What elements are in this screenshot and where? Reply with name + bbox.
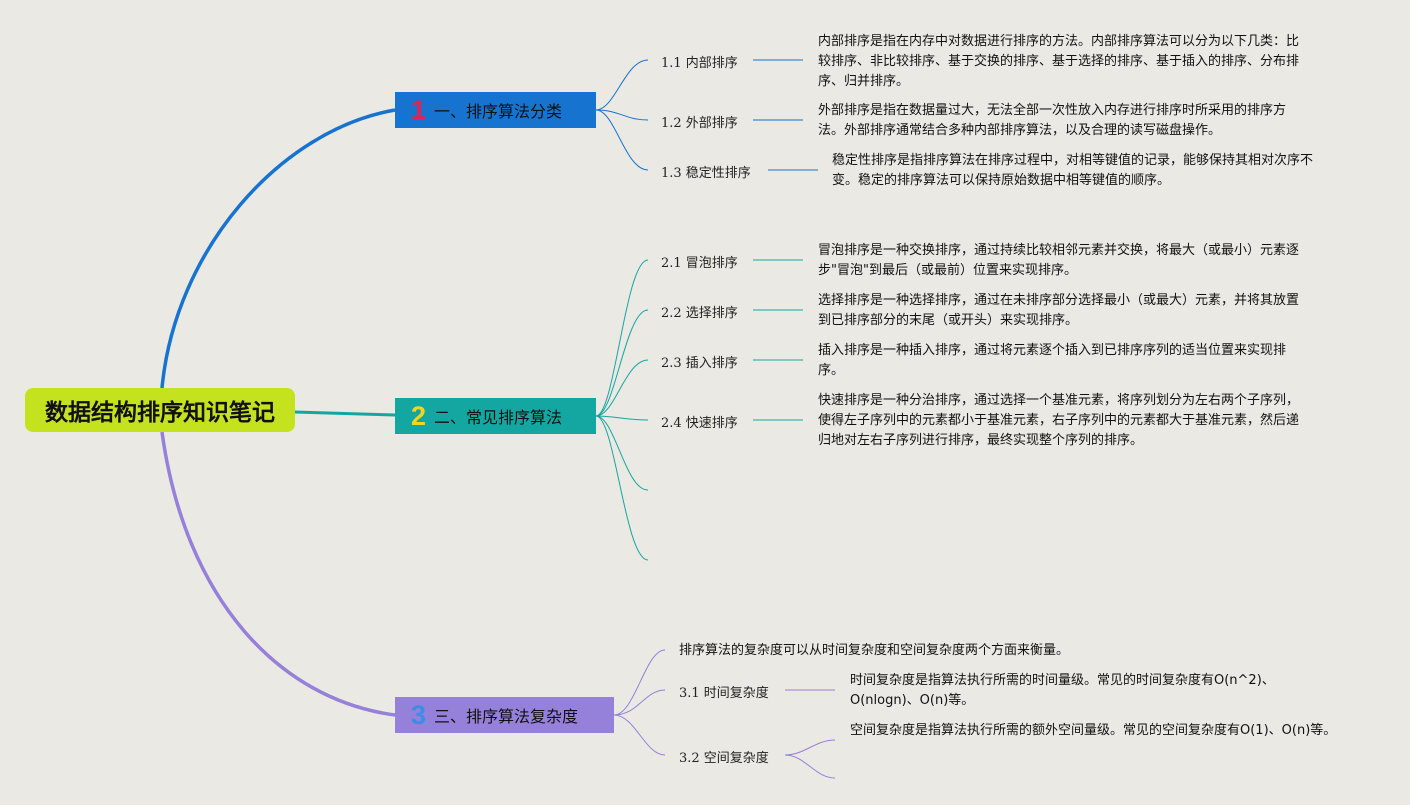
connector-root-branch3 — [160, 431, 396, 717]
root-topic[interactable]: 数据结构排序知识笔记 — [25, 388, 295, 432]
subtopic-selection-sort[interactable]: 2.2 选择排序 — [661, 306, 738, 321]
connector-root-branch2 — [294, 410, 396, 417]
note-insertion-sort: 插入排序是一种插入排序，通过将元素逐个插入到已排序序列的适当位置来实现排序。 — [818, 343, 1287, 378]
note-quick-sort: 快速排序是一种分治排序，通过选择一个基准元素，将序列划分为左右两个子序列，使得左… — [818, 393, 1300, 448]
subtopic-stable-sort[interactable]: 1.3 稳定性排序 — [661, 166, 751, 181]
subtopic-space-complexity[interactable]: 3.2 空间复杂度 — [679, 751, 769, 766]
branch-label: 三、排序算法复杂度 — [434, 707, 579, 726]
branch2-fan — [595, 259, 803, 561]
subtopic-quick-sort[interactable]: 2.4 快速排序 — [661, 416, 738, 431]
number-badge-3: 3 — [411, 699, 427, 730]
branch-common-algorithms[interactable]: 2 二、常见排序算法 — [395, 398, 596, 434]
subtopic-internal-sort[interactable]: 1.1 内部排序 — [661, 56, 738, 71]
note-internal-sort: 内部排序是指在内存中对数据进行排序的方法。内部排序算法可以分为以下几类：比较排序… — [818, 34, 1300, 89]
branch-sorting-classification[interactable]: 1 一、排序算法分类 — [395, 92, 596, 128]
note-time-complexity: 时间复杂度是指算法执行所需的时间量级。常见的时间复杂度有O(n^2)、O(nlo… — [850, 673, 1275, 708]
subtopic-time-complexity[interactable]: 3.1 时间复杂度 — [679, 686, 769, 701]
branch-label: 一、排序算法分类 — [434, 102, 563, 121]
branch3-fan — [613, 649, 836, 779]
subtopic-external-sort[interactable]: 1.2 外部排序 — [661, 116, 738, 131]
note-selection-sort: 选择排序是一种选择排序，通过在未排序部分选择最小（或最大）元素，并将其放置到已排… — [818, 293, 1300, 328]
note-external-sort: 外部排序是指在数据量过大，无法全部一次性放入内存进行排序时所采用的排序方法。外部… — [818, 103, 1287, 138]
number-badge-2: 2 — [411, 400, 427, 431]
branch1-fan — [595, 59, 818, 171]
subtopic-insertion-sort[interactable]: 2.3 插入排序 — [661, 356, 738, 371]
note-bubble-sort: 冒泡排序是一种交换排序，通过持续比较相邻元素并交换，将最大（或最小）元素逐步"冒… — [818, 243, 1300, 278]
number-badge-1: 1 — [411, 94, 427, 125]
complexity-intro: 排序算法的复杂度可以从时间复杂度和空间复杂度两个方面来衡量。 — [679, 643, 1070, 658]
connector-root-branch1 — [160, 108, 396, 389]
branch-label: 二、常见排序算法 — [434, 408, 563, 427]
branch-complexity[interactable]: 3 三、排序算法复杂度 — [395, 697, 614, 733]
note-space-complexity: 空间复杂度是指算法执行所需的额外空间量级。常见的空间复杂度有O(1)、O(n)等… — [850, 723, 1337, 738]
note-stable-sort: 稳定性排序是指排序算法在排序过程中，对相等键值的记录，能够保持其相对次序不变。稳… — [832, 153, 1314, 188]
subtopic-bubble-sort[interactable]: 2.1 冒泡排序 — [661, 256, 738, 271]
